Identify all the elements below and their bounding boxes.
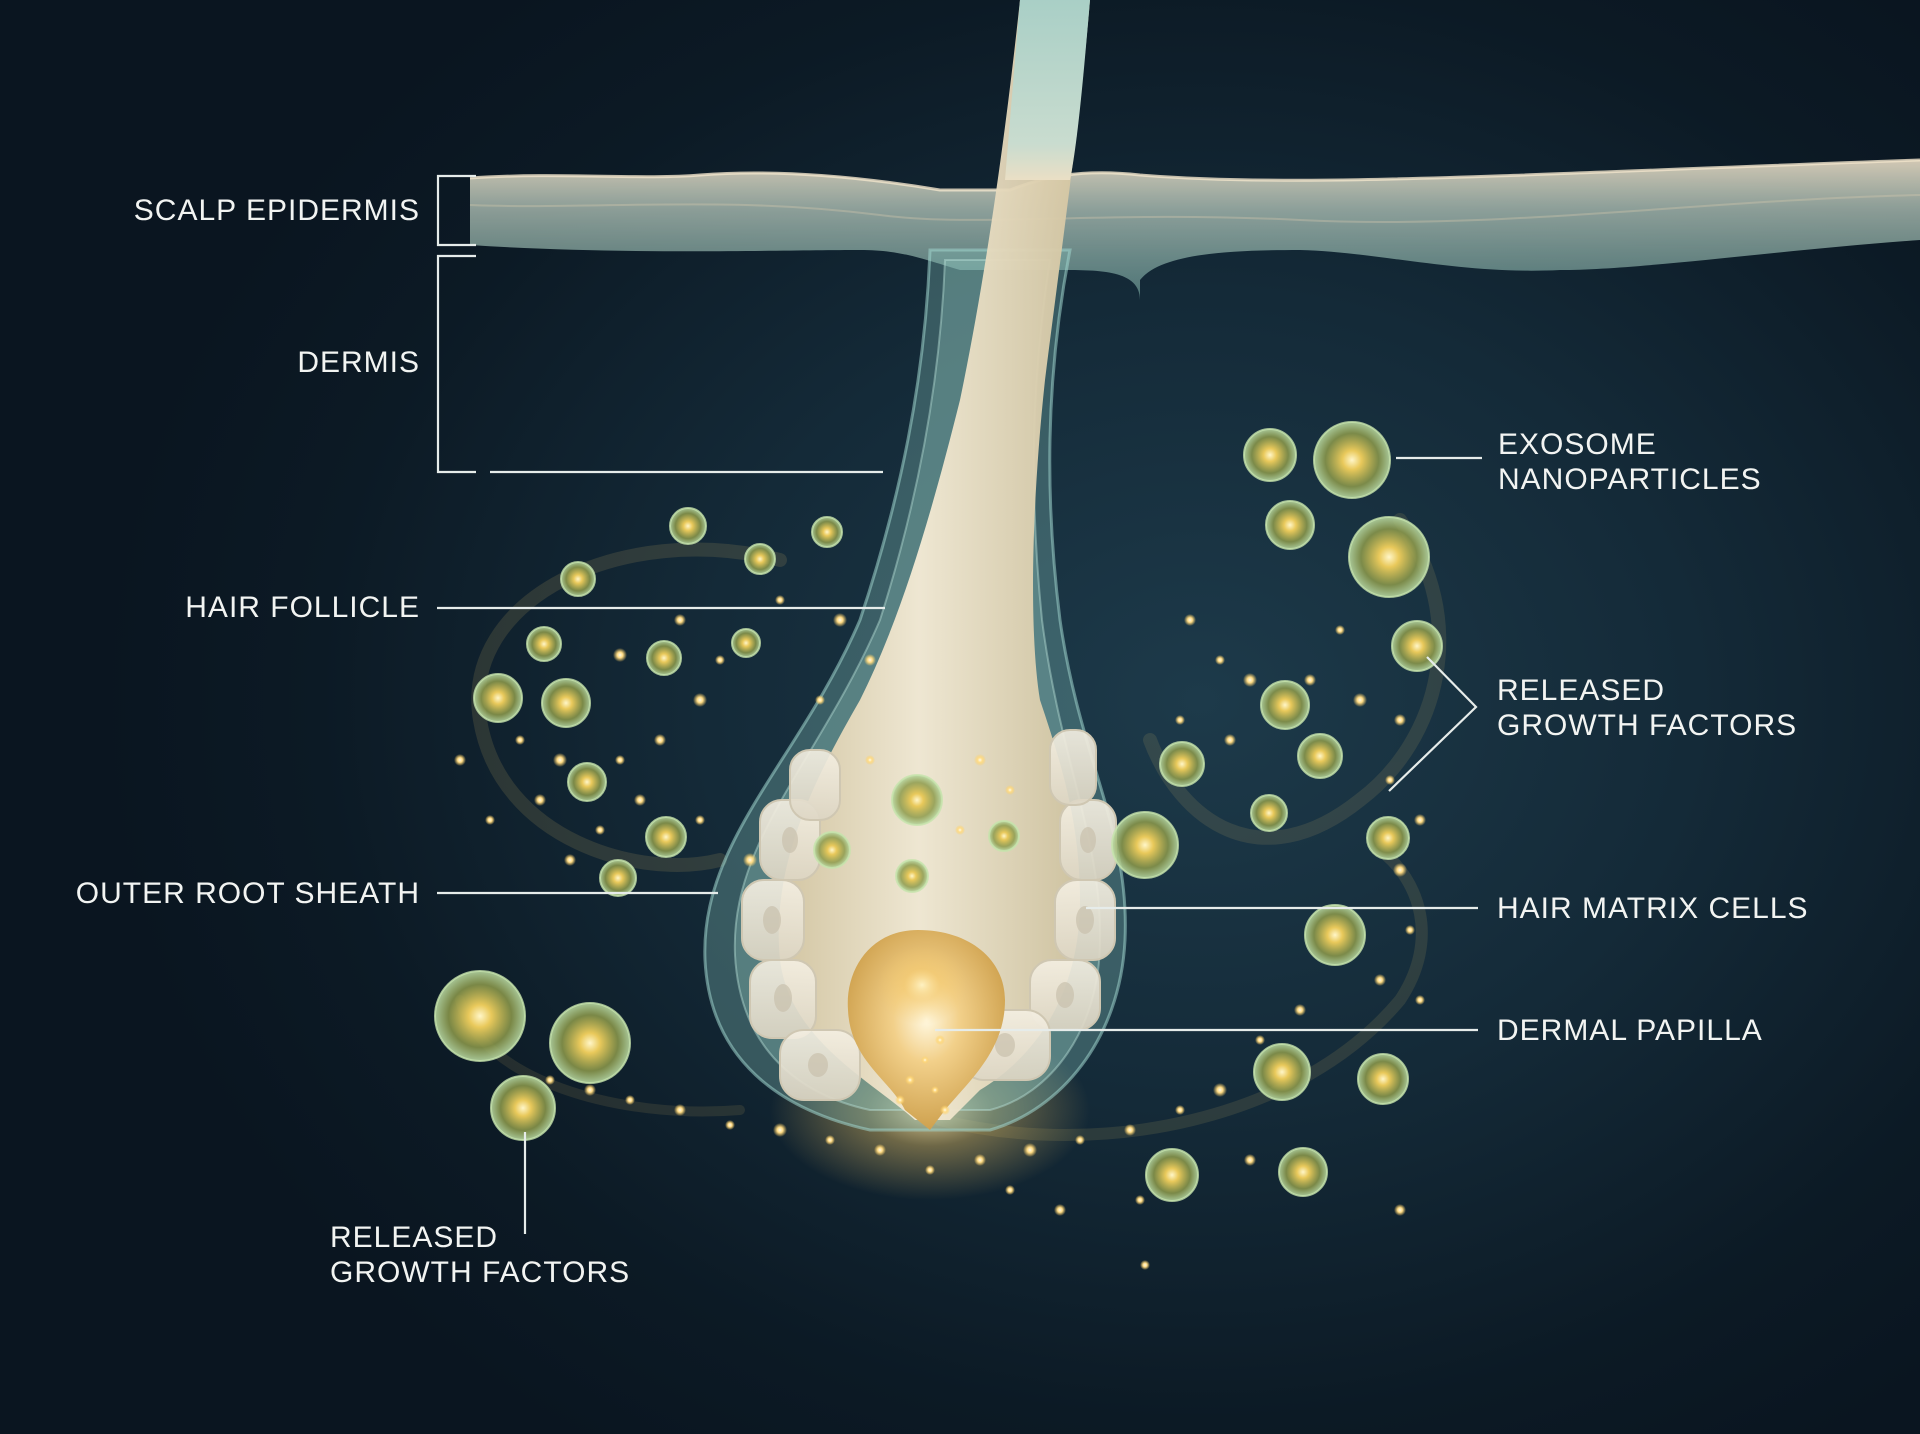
label-line-2: GROWTH FACTORS [330,1256,631,1289]
leader-lines [436,174,1482,1234]
label-line-1: EXOSOME [1498,428,1657,461]
exosome-nanoparticles [434,421,1443,1202]
label-hair-follicle: HAIR FOLLICLE [185,591,420,624]
label-hair-matrix-cells: HAIR MATRIX CELLS [1497,892,1809,925]
growth-factor-particles [454,595,1426,1270]
label-line-2: GROWTH FACTORS [1497,709,1798,742]
label-line-2: NANOPARTICLES [1498,463,1762,496]
label-outer-root-sheath: OUTER ROOT SHEATH [75,877,420,910]
label-exosome-nanoparticles: EXOSOME NANOPARTICLES [1498,427,1762,497]
label-dermal-papilla: DERMAL PAPILLA [1497,1014,1763,1047]
label-released-growth-factors-right: RELEASED GROWTH FACTORS [1497,673,1797,743]
label-scalp-epidermis: SCALP EPIDERMIS [133,194,420,227]
label-line-1: RELEASED [330,1221,499,1254]
label-released-growth-factors-left: RELEASED GROWTH FACTORS [330,1220,630,1290]
scalp-skin-layer [469,158,1920,300]
label-dermis: DERMIS [297,346,420,379]
label-line-1: RELEASED [1497,674,1666,707]
